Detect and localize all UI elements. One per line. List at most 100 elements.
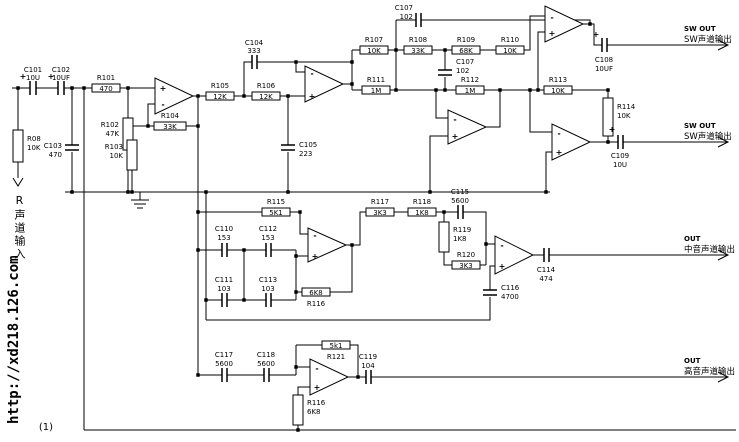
opamp-5: - +: [551, 123, 592, 161]
val: 1M: [371, 87, 382, 95]
ref: R112: [461, 76, 479, 84]
capacitor-plates: [29, 13, 624, 384]
arrow-down-icon: [12, 177, 24, 187]
ref: R08: [27, 135, 41, 143]
opamp-3: - +: [544, 5, 585, 43]
plus-input-mark: +: [556, 148, 563, 157]
val: 10K: [617, 112, 631, 120]
output-label-en: OUT: [684, 357, 701, 365]
val: 1M: [465, 87, 476, 95]
plus-input-mark: +: [314, 383, 321, 392]
ref: R114: [617, 103, 636, 111]
ref: C103: [44, 142, 62, 150]
val: 102: [400, 13, 413, 21]
val: 10K: [27, 144, 41, 152]
polarity-plus: +: [593, 30, 600, 39]
output-sw-top: SW OUT SW声道输出: [684, 25, 732, 51]
ref: R121: [327, 353, 345, 361]
opamp-2: - +: [304, 65, 345, 103]
plus-input-mark: +: [312, 252, 319, 261]
ref: C111: [215, 276, 233, 284]
val: 10UF: [595, 65, 613, 73]
val: 5k1: [330, 342, 343, 350]
val: 47K: [106, 130, 120, 138]
ground-symbol: [131, 192, 149, 209]
output-label-en: SW OUT: [684, 25, 716, 33]
arrow-right-icon: [717, 39, 730, 51]
val: 333: [247, 47, 260, 55]
ref: C107: [456, 58, 474, 66]
ref: R116: [307, 300, 326, 308]
val: 12K: [259, 93, 273, 101]
minus-input-mark: -: [550, 13, 553, 22]
ref: R105: [211, 82, 229, 90]
val: 153: [261, 234, 274, 242]
val: 5600: [257, 360, 275, 368]
val: 12K: [213, 93, 227, 101]
ref: R119: [453, 226, 471, 234]
ref: R117: [371, 198, 389, 206]
val: 10U: [613, 161, 627, 169]
ref: C108: [595, 56, 613, 64]
plus-input-mark: +: [309, 92, 316, 101]
val: 103: [217, 285, 230, 293]
val: 6K8: [309, 289, 323, 297]
ref: C110: [215, 225, 233, 233]
output-label-cn: 高音声道输出: [684, 366, 735, 377]
plus-input-mark: +: [452, 132, 459, 141]
ref: R104: [161, 112, 180, 120]
val: 6K8: [307, 408, 321, 416]
ref: C113: [259, 276, 277, 284]
val: 153: [217, 234, 230, 242]
output-treble: OUT 高音声道输出: [684, 357, 735, 383]
ref: C107: [395, 4, 413, 12]
val: 4700: [501, 293, 519, 301]
ref: C118: [257, 351, 275, 359]
polarity-plus: +: [609, 125, 616, 134]
val: 5K1: [269, 209, 283, 217]
val: 474: [539, 275, 553, 283]
ref: R118: [413, 198, 431, 206]
val: 223: [299, 150, 312, 158]
val: 3K3: [459, 262, 473, 270]
ref: C109: [611, 152, 629, 160]
minus-input-mark: -: [315, 364, 318, 373]
ref: C119: [359, 353, 377, 361]
opamp-1: + -: [154, 77, 195, 115]
val: 3K3: [373, 209, 387, 217]
opamp-6: - +: [307, 227, 348, 263]
arrow-right-icon: [717, 136, 730, 148]
ref: R103: [105, 143, 123, 151]
ref: R109: [457, 36, 475, 44]
ref: C115: [451, 188, 469, 196]
output-label-cn: SW声道输出: [684, 131, 732, 142]
ref: C112: [259, 225, 277, 233]
minus-input-mark: -: [310, 69, 313, 78]
polarity-plus: +: [20, 72, 27, 81]
ref: R108: [409, 36, 427, 44]
val: 10K: [503, 47, 517, 55]
resistor-R117: R117 3K3: [365, 198, 395, 217]
ref: R120: [457, 251, 475, 259]
arrow-right-icon: [717, 249, 730, 261]
ref: C117: [215, 351, 233, 359]
